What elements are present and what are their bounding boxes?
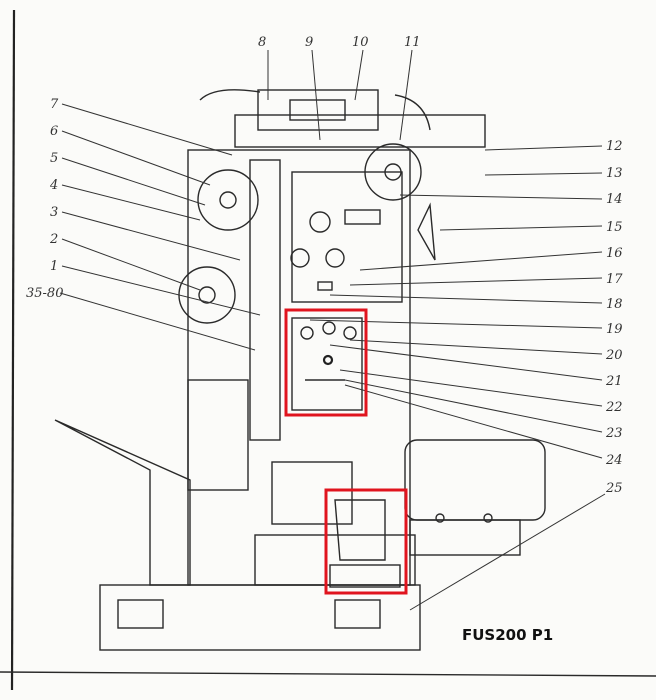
part-label: 5	[50, 151, 58, 166]
part-label: 2	[49, 232, 58, 247]
part-label: 13	[606, 166, 623, 181]
overarm-head	[234, 114, 486, 148]
handwheel-left-upper	[197, 169, 259, 231]
gearbox	[334, 499, 386, 561]
part-label: 11	[404, 35, 421, 50]
motor	[404, 439, 546, 521]
page-bottom-line	[0, 671, 656, 677]
highlight-switch-panel	[284, 308, 368, 417]
figure-caption: FUS200 P1	[462, 626, 553, 644]
leader-lines	[59, 49, 606, 611]
part-label: 9	[305, 35, 313, 50]
part-label: 3	[50, 205, 58, 220]
part-label: 14	[606, 192, 623, 207]
part-label: 19	[606, 322, 623, 337]
part-label: 10	[352, 35, 369, 50]
switch-panel	[291, 317, 363, 411]
part-label: 18	[606, 297, 623, 312]
page-left-border	[10, 9, 16, 691]
machine-drawing	[54, 89, 546, 651]
part-label: 35-80	[26, 286, 63, 301]
part-label: 15	[606, 220, 623, 235]
vertical-slide	[249, 159, 281, 441]
part-label: 20	[605, 348, 623, 363]
part-label: 16	[606, 246, 623, 261]
handwheel-right	[364, 143, 422, 201]
part-label: 1	[50, 259, 58, 274]
part-label: 7	[50, 97, 59, 112]
part-label: 23	[605, 426, 623, 441]
side-handwheel	[417, 202, 436, 261]
part-label: 4	[49, 178, 58, 193]
column-door	[271, 461, 353, 525]
top-labels: 8 9 10 11	[258, 35, 421, 50]
part-label: 22	[605, 400, 623, 415]
part-label: 6	[50, 124, 58, 139]
right-labels: 12 13 14 15 16 17 18 19 20 21 22 23 24 2…	[605, 139, 623, 496]
part-label: 21	[605, 374, 623, 389]
part-label: 24	[605, 453, 623, 468]
part-label: 25	[605, 481, 623, 496]
part-label: 8	[258, 35, 266, 50]
chip-chute	[54, 419, 191, 586]
highlight-gearbox	[324, 488, 408, 595]
control-panel	[291, 171, 403, 303]
machine-base	[99, 584, 421, 651]
machine-column	[187, 149, 411, 586]
part-label: 17	[606, 272, 623, 287]
part-label: 12	[606, 139, 623, 154]
left-labels: 7 6 5 4 3 2 1 35-80	[26, 97, 63, 301]
